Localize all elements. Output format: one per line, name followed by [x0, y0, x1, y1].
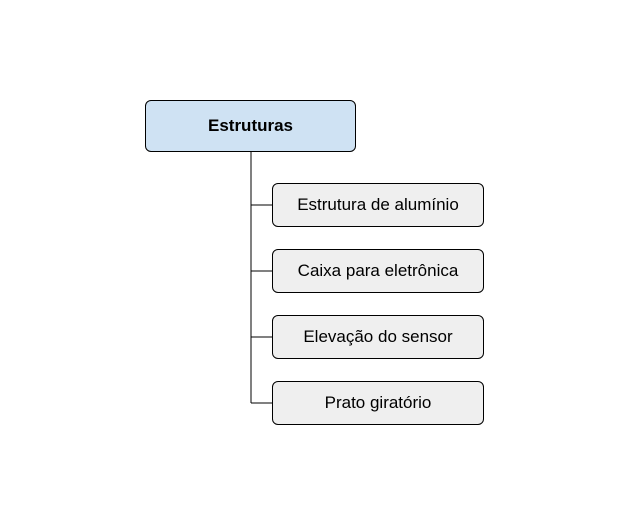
root-node: Estruturas	[145, 100, 356, 152]
child-node-estrutura-aluminio: Estrutura de alumínio	[272, 183, 484, 227]
child-node-caixa-eletronica: Caixa para eletrônica	[272, 249, 484, 293]
child-node-prato-giratorio: Prato giratório	[272, 381, 484, 425]
child-node-elevacao-sensor: Elevação do sensor	[272, 315, 484, 359]
